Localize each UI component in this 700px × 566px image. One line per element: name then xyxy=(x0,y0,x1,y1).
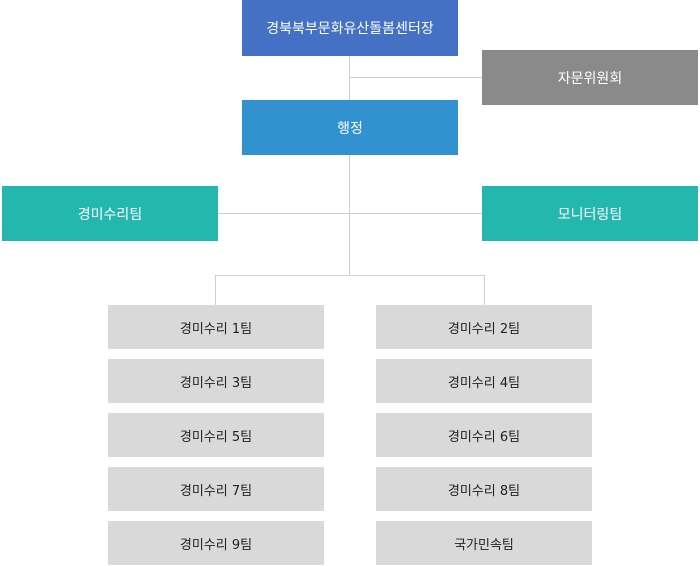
connector-head-admin xyxy=(349,56,350,100)
center-director-box: 경북북부문화유산돌봄센터장 xyxy=(242,0,458,56)
administration-label: 행정 xyxy=(337,120,363,137)
center-director-label: 경북북부문화유산돌봄센터장 xyxy=(266,21,434,37)
team-box: 경미수리 5팀 xyxy=(108,413,324,457)
team-box: 경미수리 2팀 xyxy=(376,305,592,349)
team-label: 국가민속팀 xyxy=(454,537,514,553)
team-box: 경미수리 6팀 xyxy=(376,413,592,457)
connector-side-teams xyxy=(218,213,482,214)
advisory-committee-box: 자문위원회 xyxy=(482,50,698,105)
connector-advisory xyxy=(349,77,482,78)
team-label: 경미수리 8팀 xyxy=(447,483,521,499)
administration-box: 행정 xyxy=(242,100,458,155)
minor-repair-team-label: 경미수리팀 xyxy=(77,206,143,223)
advisory-committee-label: 자문위원회 xyxy=(557,70,623,87)
team-box: 국가민속팀 xyxy=(376,521,592,565)
team-box: 경미수리 7팀 xyxy=(108,467,324,511)
team-label: 경미수리 7팀 xyxy=(179,483,253,499)
monitoring-team-label: 모니터링팀 xyxy=(557,206,623,223)
minor-repair-team-box: 경미수리팀 xyxy=(2,186,218,241)
connector-right-column xyxy=(484,275,485,305)
team-label: 경미수리 5팀 xyxy=(179,429,253,445)
team-box: 경미수리 8팀 xyxy=(376,467,592,511)
team-box: 경미수리 9팀 xyxy=(108,521,324,565)
team-label: 경미수리 3팀 xyxy=(179,375,253,391)
team-box: 경미수리 3팀 xyxy=(108,359,324,403)
team-box: 경미수리 1팀 xyxy=(108,305,324,349)
connector-left-column xyxy=(215,275,216,305)
monitoring-team-box: 모니터링팀 xyxy=(482,186,698,241)
team-label: 경미수리 2팀 xyxy=(447,321,521,337)
team-label: 경미수리 4팀 xyxy=(447,375,521,391)
team-label: 경미수리 1팀 xyxy=(179,321,253,337)
connector-branch xyxy=(215,275,485,276)
team-label: 경미수리 6팀 xyxy=(447,429,521,445)
team-box: 경미수리 4팀 xyxy=(376,359,592,403)
connector-admin-down xyxy=(349,155,350,275)
team-label: 경미수리 9팀 xyxy=(179,537,253,553)
